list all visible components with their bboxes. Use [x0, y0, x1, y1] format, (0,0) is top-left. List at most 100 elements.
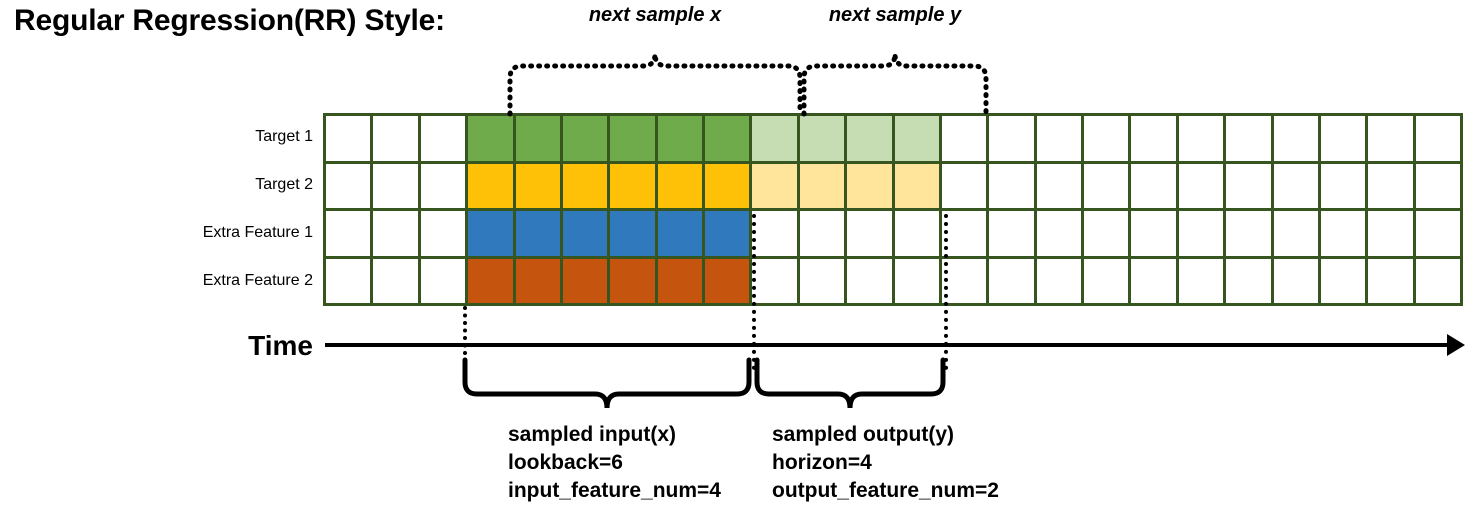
sampled-input-line-1: sampled input(x) [508, 423, 677, 446]
next-sample-y-label: next sample y [828, 4, 962, 26]
grid-cell-r2-c7 [610, 163, 655, 208]
next-sample-x-label: next sample x [588, 4, 722, 26]
grid-cell-r2-c5 [515, 163, 560, 208]
grid-cell-r2-c11 [799, 163, 845, 208]
grid-cell-r2-c19 [1178, 163, 1224, 208]
grid-cell-r4-c22 [1320, 258, 1366, 303]
grid-cell-r2-c21 [1273, 163, 1318, 208]
guide-line-output-end [944, 214, 948, 370]
grid-cell-r2-c18 [1131, 163, 1176, 208]
grid-cell-r4-c1 [326, 258, 371, 303]
grid-cell-r4-c15 [989, 258, 1034, 303]
grid-cell-r3-c20 [1226, 211, 1271, 256]
row-label-text: Target 2 [255, 176, 313, 193]
grid-cell-r3-c6 [562, 211, 608, 256]
grid-cell-r2-c15 [989, 163, 1034, 208]
grid-cell-r4-c2 [373, 258, 418, 303]
row-label-text: Extra Feature 2 [202, 272, 313, 289]
grid-cell-r1-c18 [1131, 116, 1176, 161]
grid-cell-r1-c23 [1368, 116, 1413, 161]
grid-cell-r3-c2 [373, 211, 418, 256]
time-axis-label: Time [248, 330, 313, 361]
grid-cell-r3-c24 [1415, 211, 1460, 256]
grid-cell-r4-c3 [420, 258, 466, 303]
grid-cell-r4-c17 [1084, 258, 1129, 303]
grid-cell-r3-c1 [326, 211, 371, 256]
grid-cell-r4-c10 [752, 258, 797, 303]
sampled-output-line-2: horizon=4 [772, 450, 872, 474]
time-axis-arrow-icon [1447, 334, 1465, 356]
grid-cell-r3-c11 [799, 211, 845, 256]
grid-cell-r3-c17 [1084, 211, 1129, 256]
grid-cell-r4-c19 [1178, 258, 1224, 303]
grid-cell-r3-c7 [610, 211, 655, 256]
sampled-output-annotation: sampled output(y) horizon=4 output_featu… [772, 421, 999, 505]
grid-cell-r1-c20 [1226, 116, 1271, 161]
grid-cell-r3-c13 [894, 211, 939, 256]
grid-cell-r3-c14 [941, 211, 987, 256]
grid-cell-r4-c20 [1226, 258, 1271, 303]
grid-cell-r1-c10 [752, 116, 797, 161]
grid-cell-r2-c24 [1415, 163, 1460, 208]
guide-line-input-start [463, 306, 467, 370]
grid-cell-r1-c16 [1036, 116, 1081, 161]
grid-cell-r3-c15 [989, 211, 1034, 256]
grid-cell-r2-c13 [894, 163, 939, 208]
grid-cell-r4-c7 [610, 258, 655, 303]
grid-cell-r2-c2 [373, 163, 418, 208]
time-axis-line [325, 343, 1453, 347]
grid-cell-r2-c12 [847, 163, 892, 208]
grid-cell-r1-c12 [847, 116, 892, 161]
grid-cell-r4-c14 [941, 258, 987, 303]
grid-cell-r4-c23 [1368, 258, 1413, 303]
grid-cell-r1-c22 [1320, 116, 1366, 161]
grid-cell-r4-c4 [468, 258, 513, 303]
grid-cell-r1-c11 [799, 116, 845, 161]
grid-cell-r2-c22 [1320, 163, 1366, 208]
row-label-extra-feature-2: Extra Feature 2 [0, 257, 313, 305]
grid-cell-r3-c18 [1131, 211, 1176, 256]
grid-cell-r4-c18 [1131, 258, 1176, 303]
grid-cell-r4-c8 [657, 258, 702, 303]
row-label-text: Target 1 [255, 128, 313, 145]
grid-cell-r4-c11 [799, 258, 845, 303]
grid-cell-r3-c16 [1036, 211, 1081, 256]
grid-cell-r1-c9 [705, 116, 750, 161]
sampled-input-line-2: lookback=6 [508, 450, 623, 474]
grid-cell-r1-c7 [610, 116, 655, 161]
grid-cell-r2-c23 [1368, 163, 1413, 208]
grid-cell-r2-c10 [752, 163, 797, 208]
row-label-target-2: Target 2 [0, 161, 313, 209]
grid-cell-r4-c12 [847, 258, 892, 303]
brace-next-sample-y [801, 53, 989, 117]
grid-cell-r1-c13 [894, 116, 939, 161]
grid-cell-r1-c5 [515, 116, 560, 161]
grid-cell-r2-c9 [705, 163, 750, 208]
row-label-column: Target 1 Target 2 Extra Feature 1 Extra … [0, 113, 313, 306]
grid-cell-r3-c10 [752, 211, 797, 256]
grid-cell-r1-c24 [1415, 116, 1460, 161]
sampled-output-line-1: sampled output(y) [772, 423, 954, 446]
grid-cell-r4-c6 [562, 258, 608, 303]
grid-cell-r1-c8 [657, 116, 702, 161]
grid-cell-r4-c9 [705, 258, 750, 303]
grid-cell-r2-c16 [1036, 163, 1081, 208]
grid-cell-r1-c6 [562, 116, 608, 161]
grid-cell-r3-c12 [847, 211, 892, 256]
grid-cell-r2-c20 [1226, 163, 1271, 208]
grid-cell-r3-c21 [1273, 211, 1318, 256]
grid-cell-r3-c4 [468, 211, 513, 256]
grid-cell-r2-c6 [562, 163, 608, 208]
grid-cell-r1-c14 [941, 116, 987, 161]
brace-next-sample-x [507, 53, 803, 117]
grid-cell-r1-c21 [1273, 116, 1318, 161]
grid-cell-r3-c3 [420, 211, 466, 256]
grid-cell-r4-c5 [515, 258, 560, 303]
guide-line-input-end [752, 214, 756, 370]
grid-cell-r3-c23 [1368, 211, 1413, 256]
grid-cell-r3-c9 [705, 211, 750, 256]
grid-cell-r4-c21 [1273, 258, 1318, 303]
grid-cell-r2-c1 [326, 163, 371, 208]
sampled-output-line-3: output_feature_num=2 [772, 478, 999, 502]
sampled-input-line-3: input_feature_num=4 [508, 478, 721, 502]
